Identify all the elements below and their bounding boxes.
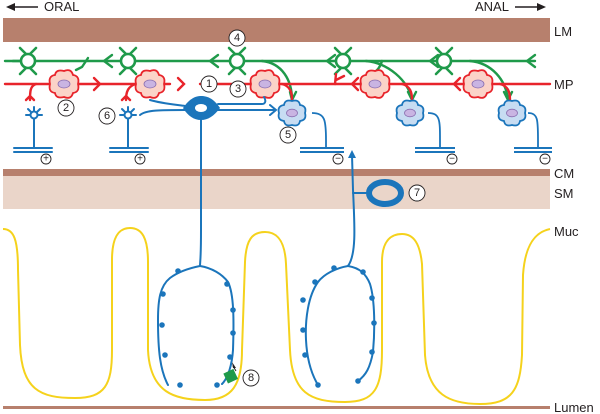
- inhibitory-sign: −: [539, 154, 551, 165]
- callout-6: 6: [98, 107, 116, 125]
- lumen-label: Lumen: [554, 400, 594, 414]
- svg-text:2: 2: [63, 102, 69, 114]
- svg-text:+: +: [137, 154, 143, 165]
- svg-text:−: −: [449, 154, 455, 165]
- muc-label: Muc: [554, 224, 579, 239]
- callout-4: 4: [228, 29, 246, 47]
- inhibitory-motor-neuron: [277, 99, 344, 153]
- red-cell: [359, 69, 391, 99]
- callout-7: 7: [408, 184, 426, 202]
- callout-1: 1: [200, 75, 218, 93]
- enterochromaffin-cell: [223, 368, 238, 384]
- arrow-right-icon: [537, 3, 546, 11]
- callout-3: 3: [229, 80, 247, 98]
- oral-label: ORAL: [44, 0, 79, 14]
- excitatory-motor-neuron: [109, 106, 149, 153]
- arrow-left-icon: [6, 3, 15, 11]
- submucosal-neuron-body: [366, 179, 404, 207]
- excitatory-motor-neurons: [13, 106, 149, 153]
- lm-label: LM: [554, 24, 572, 39]
- red-cell: [249, 69, 281, 99]
- cm-label: CM: [554, 166, 574, 181]
- submucosa-layer: [3, 176, 550, 209]
- anal-direction: ANAL: [475, 0, 546, 14]
- svg-text:+: +: [43, 154, 49, 165]
- mp-label: MP: [554, 77, 574, 92]
- excitatory-motor-neuron: [13, 106, 53, 153]
- callout-8: 8: [242, 369, 260, 387]
- svg-text:3: 3: [235, 83, 241, 95]
- svg-text:7: 7: [414, 187, 420, 199]
- inhibitory-motor-neuron: [497, 99, 552, 153]
- svg-text:4: 4: [234, 32, 240, 44]
- svg-text:5: 5: [285, 129, 291, 141]
- anal-label: ANAL: [475, 0, 509, 14]
- inhibitory-sign: −: [332, 154, 344, 165]
- svg-text:8: 8: [248, 372, 254, 384]
- green-neuron-cells: [11, 46, 454, 76]
- longitudinal-muscle-layer: [3, 18, 550, 42]
- circular-muscle-layer: [3, 169, 550, 176]
- right-villus-endings: [300, 265, 377, 388]
- svg-text:−: −: [335, 154, 341, 165]
- left-villus-endings: [159, 268, 236, 388]
- red-cell: [48, 69, 80, 99]
- inhibitory-motor-neurons: [277, 99, 552, 153]
- inhibitory-motor-neuron: [395, 99, 455, 153]
- sensory-neuron-body: [183, 96, 220, 120]
- red-interneuron-cells: [48, 69, 494, 99]
- green-neuron: [227, 46, 247, 76]
- svg-text:−: −: [542, 154, 548, 165]
- green-neuron: [333, 46, 353, 76]
- red-cell: [462, 69, 494, 99]
- sensory-neuron-ipan: [139, 96, 278, 386]
- red-cell: [134, 69, 166, 99]
- lumen-boundary: [3, 406, 550, 409]
- green-neuron: [118, 46, 138, 76]
- green-neuron: [11, 46, 38, 76]
- svg-text:6: 6: [104, 110, 110, 122]
- excitatory-sign: +: [134, 154, 146, 165]
- green-neuron: [434, 46, 454, 76]
- svg-text:1: 1: [206, 78, 212, 90]
- excitatory-sign: +: [40, 154, 52, 165]
- arrow-up-icon: [348, 150, 356, 158]
- inhibitory-sign: −: [446, 154, 458, 165]
- callout-2: 2: [57, 99, 75, 117]
- callout-5: 5: [279, 126, 297, 144]
- sm-label: SM: [554, 186, 574, 201]
- oral-direction: ORAL: [6, 0, 79, 14]
- mucosa-villi-outline: [2, 226, 551, 406]
